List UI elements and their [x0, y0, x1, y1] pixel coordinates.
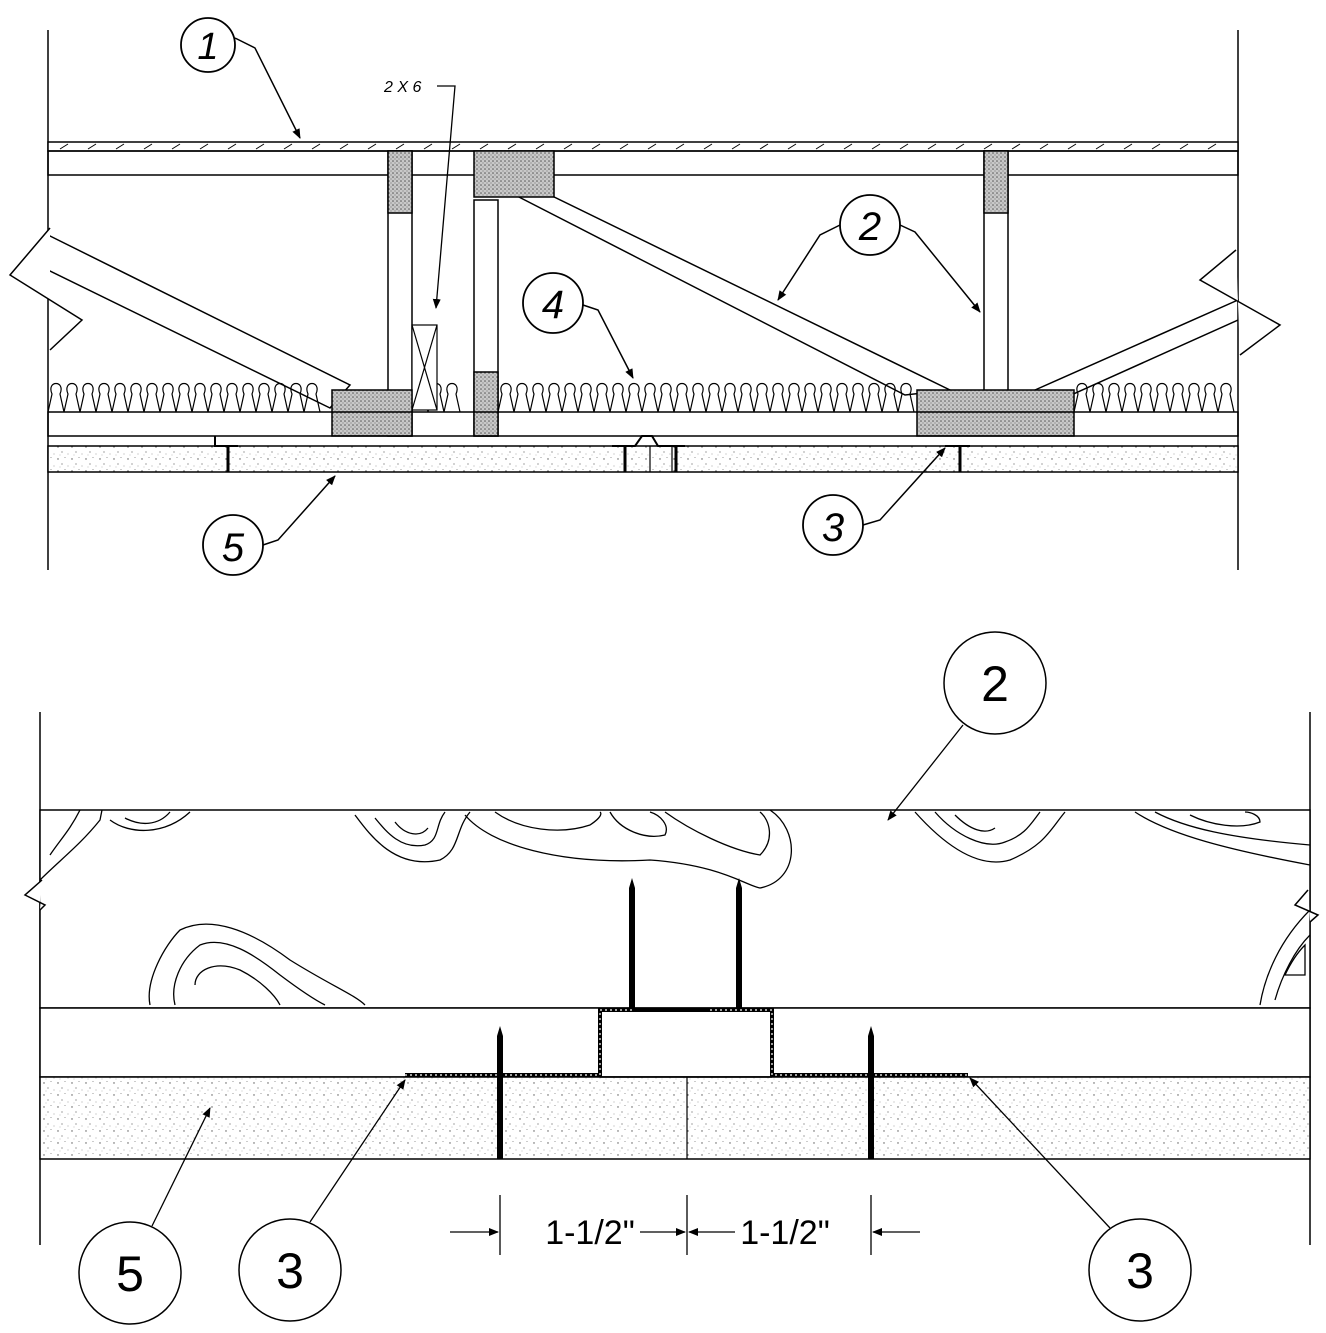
- lumber-label-group: 2 X 6: [383, 79, 456, 309]
- screw-3: [497, 1026, 503, 1159]
- gypsum-board-bottom: [39, 1076, 1311, 1160]
- callout-4-label: 4: [542, 283, 564, 327]
- callout-2: 2: [777, 194, 981, 313]
- callout-5-label: 5: [222, 526, 245, 570]
- callout-1: 1: [180, 17, 301, 139]
- callout-2-bottom: 2: [887, 631, 1047, 821]
- break-left-bottom: [23, 879, 47, 911]
- callout-3: 3: [802, 447, 946, 556]
- resilient-clips: [214, 435, 970, 472]
- callout-2-bottom-label: 2: [981, 656, 1009, 712]
- truss-bottom-chord: [39, 809, 1311, 1009]
- callout-3-label: 3: [822, 506, 844, 550]
- callout-4: 4: [522, 272, 634, 379]
- truss-webs: [47, 194, 1239, 409]
- bottom-block-right: [916, 389, 1075, 437]
- web-right: [1033, 298, 1239, 401]
- callout-3-bottom-right: 3: [969, 1077, 1192, 1322]
- lumber-label: 2 X 6: [383, 79, 421, 96]
- resilient-channel: [405, 1008, 968, 1077]
- break-right: [1198, 249, 1282, 356]
- dimensions: [450, 1195, 920, 1255]
- top-block: [473, 150, 555, 198]
- callout-1-label: 1: [197, 26, 218, 68]
- wood-grain: [40, 810, 1310, 1006]
- callout-3-bottom-left: 3: [238, 1079, 406, 1322]
- callout-2-label: 2: [858, 205, 881, 249]
- break-left: [8, 227, 84, 351]
- roof-deck: [47, 141, 1239, 176]
- dimension-right: 1-1/2": [740, 1214, 830, 1252]
- dimension-left: 1-1/2": [545, 1214, 635, 1252]
- callout-5-bottom-label: 5: [116, 1246, 144, 1302]
- gypsum-board: [47, 445, 1239, 473]
- callout-5: 5: [202, 475, 336, 576]
- web-left: [47, 233, 352, 409]
- vertical-members: [387, 150, 1009, 437]
- callout-3-bottom-right-label: 3: [1126, 1243, 1154, 1299]
- screw-2: [736, 878, 742, 1008]
- top-detail: 1 2 X 6 2 4 5 3: [8, 17, 1282, 576]
- screw-1: [629, 878, 635, 1008]
- screws: [497, 878, 874, 1159]
- bottom-detail: 1-1/2" 1-1/2" 2 5 3 3: [23, 631, 1320, 1325]
- screw-4: [868, 1026, 874, 1159]
- break-right-bottom: [1293, 889, 1320, 923]
- bottom-block-left: [331, 389, 413, 437]
- callout-3-bottom-left-label: 3: [276, 1243, 304, 1299]
- insulation: [48, 382, 1235, 413]
- top-chord: [47, 150, 1239, 176]
- callout-5-bottom: 5: [78, 1107, 211, 1325]
- two-by-six-member: [411, 324, 438, 411]
